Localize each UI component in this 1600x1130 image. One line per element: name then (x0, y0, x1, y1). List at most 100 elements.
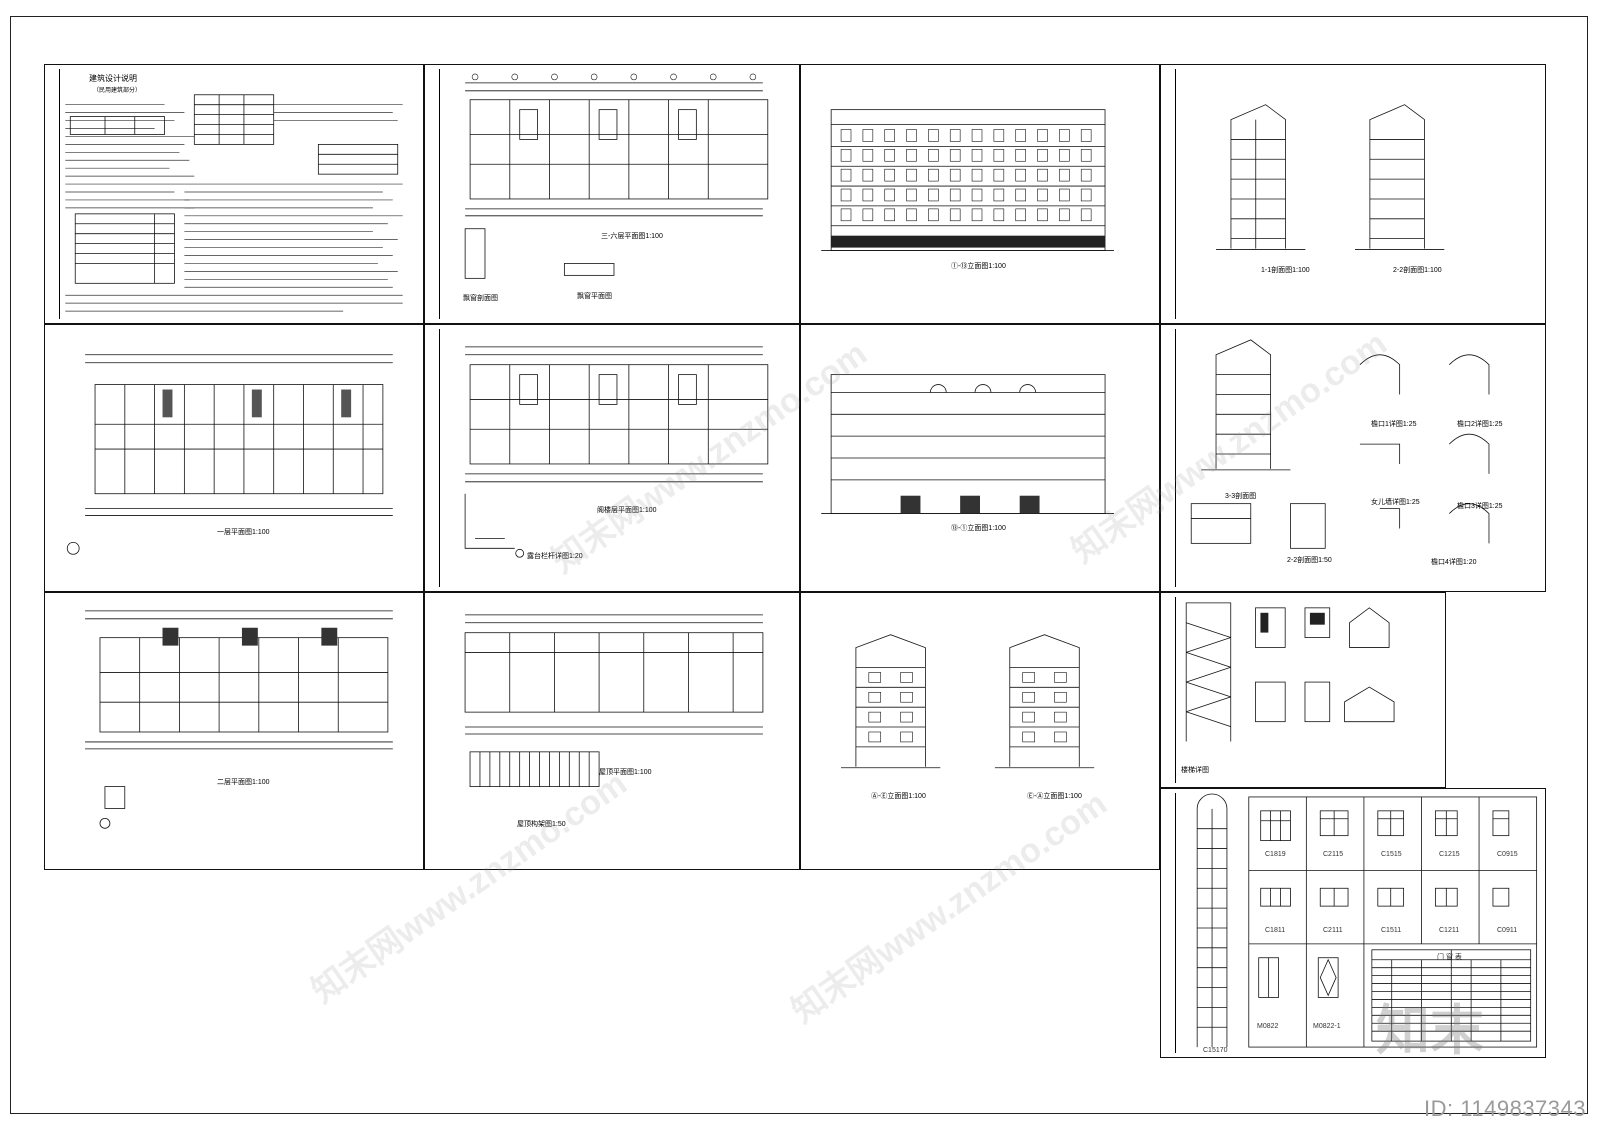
door-window-table-title: 门 窗 表 (1437, 954, 1462, 961)
eave-4-caption: 檐口4详图1:20 (1431, 559, 1477, 566)
elevation-window (971, 168, 983, 182)
elevation-window (1080, 149, 1092, 162)
bay-window-plan-label: 飘窗平面图 (577, 293, 612, 300)
plan-1-drawing (66, 354, 393, 555)
sheet-roof-plan[interactable]: 屋顶平面图1:100 屋顶构架图1:50 (424, 592, 800, 870)
plan-attic-caption: 阁楼层平面图1:100 (597, 507, 657, 514)
side-elevations-drawing (841, 634, 1095, 769)
sheet-plan-3-6[interactable]: 三-六层平面图1:100 飘窗剖面图 飘窗平面图 (424, 64, 800, 324)
elevation-window (928, 168, 939, 182)
window-label: C0915 (1497, 851, 1518, 858)
elevation-window (1015, 129, 1026, 142)
front-elevation-caption: ①-⑬立面图1:100 (951, 263, 1006, 270)
elevation-window (840, 168, 852, 182)
sheet-sections[interactable]: 1-1剖面图1:100 2-2剖面图1:100 (1160, 64, 1546, 324)
elevation-window (1080, 129, 1092, 142)
elevation-window (1059, 208, 1070, 222)
elevation-window (1080, 208, 1092, 222)
image-id-label: ID: 1149837343 (1424, 1096, 1586, 1121)
elevation-window (906, 149, 917, 162)
eave-2-caption: 檐口2详图1:25 (1457, 421, 1503, 428)
elevation-window (884, 129, 895, 142)
drawing-frame (10, 16, 1588, 1114)
sheet-plan-2[interactable]: 二层平面图1:100 (44, 592, 424, 870)
elevation-window (862, 149, 874, 162)
sheet-details[interactable]: 3-3剖面图 檐口1详图1:25 檐口2详图1:25 女儿墙详图1:25 檐口3… (1160, 324, 1546, 592)
sheet-elevation-rear[interactable]: ⑬-①立面图1:100 (800, 324, 1160, 592)
elevation-window (840, 208, 852, 222)
elevation-window (1059, 149, 1070, 162)
sheet-stairs[interactable]: 楼梯详图 (1160, 592, 1446, 788)
notes-text-lines (65, 94, 403, 312)
window-label: C1811 (1265, 927, 1286, 934)
sheet-windows[interactable]: C1819 C2115 C1515 C1215 C0915 C1811 C211… (1160, 788, 1546, 1058)
elevation-window (906, 188, 917, 202)
sheet-design-notes[interactable]: 建筑设计说明 （民用建筑部分） (44, 64, 424, 324)
plan-1-caption: 一层平面图1:100 (217, 529, 270, 536)
sheet-elevation-sides[interactable]: Ⓐ-Ⓔ立面图1:100 Ⓔ-Ⓐ立面图1:100 (800, 592, 1160, 870)
elevation-window (840, 188, 852, 202)
elevation-window (1037, 188, 1048, 202)
windows-drawing (1196, 793, 1538, 1048)
plan-3-6-drawing (464, 73, 769, 279)
plan-3-6-caption: 三-六层平面图1:100 (601, 233, 663, 240)
elevation-window (840, 149, 852, 162)
elevation-window (949, 149, 961, 162)
side-elevation-b-caption: Ⓔ-Ⓐ立面图1:100 (1027, 793, 1082, 800)
sheet-elevation-front[interactable]: ①-⑬立面图1:100 (800, 64, 1160, 324)
elevation-window (1059, 129, 1070, 142)
plan-2-caption: 二层平面图1:100 (217, 779, 270, 786)
elevation-window (928, 149, 939, 162)
sheet-plan-1[interactable]: 一层平面图1:100 (44, 324, 424, 592)
door-label: M0822-1 (1313, 1023, 1341, 1030)
elevation-window (971, 149, 983, 162)
elevation-window (884, 188, 895, 202)
roof-plan-drawing (464, 614, 764, 787)
elevation-window (1037, 208, 1048, 222)
elevation-window (949, 129, 961, 142)
elevation-window (906, 129, 917, 142)
side-elevation-a-caption: Ⓐ-Ⓔ立面图1:100 (871, 793, 926, 800)
window-label: C1515 (1381, 851, 1402, 858)
sections-drawing (1216, 104, 1445, 250)
stairs-drawing (1185, 602, 1395, 742)
title-strip (1165, 69, 1176, 319)
elevation-window (884, 208, 895, 222)
elevation-window (971, 129, 983, 142)
elevation-window (1015, 188, 1026, 202)
door-label: M0822 (1257, 1023, 1279, 1030)
elevation-window (1080, 188, 1092, 202)
parapet-caption: 女儿墙详图1:25 (1371, 499, 1420, 506)
elevation-window (928, 129, 939, 142)
title-strip (1165, 793, 1176, 1053)
title-strip (429, 329, 440, 587)
roof-plan-caption: 屋顶平面图1:100 (599, 769, 652, 776)
title-strip (1165, 329, 1176, 587)
railing-detail-caption: 露台栏杆详图1:20 (527, 553, 583, 560)
elevation-window (1037, 149, 1048, 162)
elevation-window (862, 208, 874, 222)
window-label: C15170 (1203, 1047, 1228, 1054)
brand-watermark: 知末 (1376, 1001, 1484, 1061)
elevation-window (1037, 168, 1048, 182)
elevation-window (928, 208, 939, 222)
eave-1-caption: 檐口1详图1:25 (1371, 421, 1417, 428)
sheet-plan-attic[interactable]: 阁楼层平面图1:100 露台栏杆详图1:20 (424, 324, 800, 592)
bay-window-section-label: 飘窗剖面图 (463, 295, 498, 302)
elevation-window (1015, 168, 1026, 182)
elevation-window (1080, 168, 1092, 182)
elevation-window (993, 208, 1005, 222)
window-label: C2115 (1323, 851, 1344, 858)
elevation-window (884, 149, 895, 162)
elevation-window (862, 129, 874, 142)
eave-3-caption: 檐口3详图1:25 (1457, 503, 1503, 510)
plan-attic-drawing (464, 346, 769, 558)
elevation-window (949, 168, 961, 182)
notes-subtitle: （民用建筑部分） (93, 88, 142, 94)
elevation-window (993, 168, 1005, 182)
elevation-window (884, 168, 895, 182)
elevation-window (971, 188, 983, 202)
notes-title: 建筑设计说明 (89, 74, 137, 83)
elevation-window (862, 168, 874, 182)
rear-elevation-caption: ⑬-①立面图1:100 (951, 525, 1006, 532)
